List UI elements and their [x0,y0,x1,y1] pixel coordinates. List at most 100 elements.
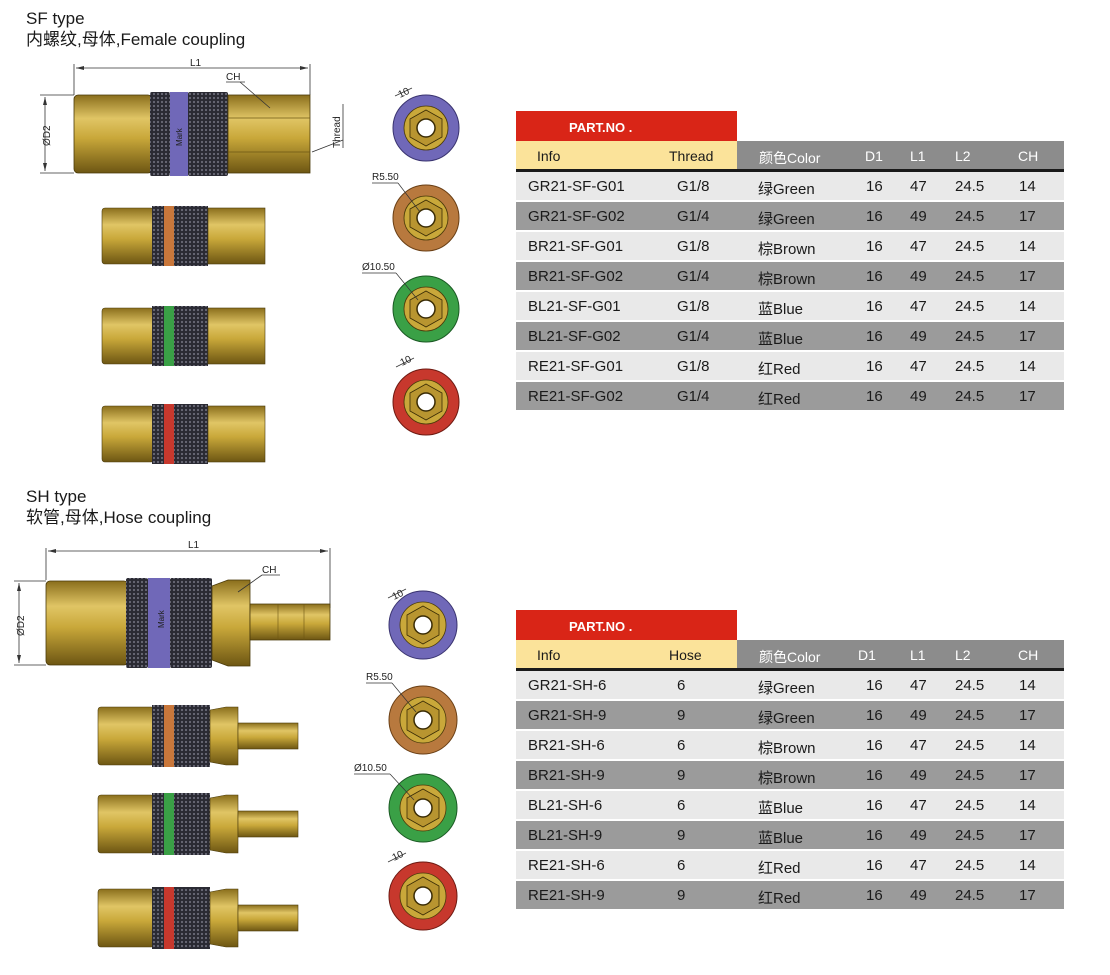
sh-cell-l1: 49 [910,827,927,844]
sh-cell-l1: 47 [910,857,927,874]
sh-d1050-label: Ø10.50 [354,763,387,774]
sf-end-view-green: Ø10.50 [362,262,460,343]
sf-header-rule [516,169,1064,172]
sh-cell-spec: 6 [677,857,686,874]
sf-cell-d1: 16 [866,328,883,345]
sf-header-l2: L2 [955,148,971,164]
sf-cell-l2: 24.5 [955,238,985,255]
sh-d2-label: ØD2 [16,615,27,636]
sf-parts-table: PART.NO . Info Thread 颜色Color D1 L1 L2 C… [516,111,1064,413]
sf-cell-l1: 49 [910,208,927,225]
sh-cell-color: 绿Green [758,710,815,727]
sf-drawings: L1 Mark ØD2 CH Thread [40,58,460,464]
sf-cell-spec: G1/4 [677,388,710,405]
sh-heading: SH type 软管,母体,Hose coupling [26,486,211,528]
sh-coupling-red [97,887,299,949]
sf-coupling-red [101,404,266,464]
sf-cell-spec: G1/4 [677,328,710,345]
sh-header-info: Info [537,647,561,663]
sh-cell-color: 绿Green [758,680,815,697]
sh-header-info-cell: Info Hose [516,640,737,668]
sh-cell-d1: 16 [866,797,883,814]
sf-cell-d1: 16 [866,268,883,285]
sh-cell-part-number: RE21-SH-9 [528,887,605,904]
sh-coupling-orange [97,705,299,767]
sf-cell-color: 棕Brown [758,271,816,288]
sh-cell-d1: 16 [866,707,883,724]
sf-subtitle: 内螺纹,母体,Female coupling [26,30,246,49]
sh-cell-l2: 24.5 [955,857,985,874]
sh-header-d1: D1 [858,647,876,663]
sf-header-color: 颜色Color [759,150,821,166]
sf-cell-l1: 49 [910,268,927,285]
sh-cell-l2: 24.5 [955,737,985,754]
sh-header-hose: Hose [669,647,702,663]
sh-cell-l2: 24.5 [955,767,985,784]
sh-cell-d1: 16 [866,857,883,874]
sh-header-l2: L2 [955,647,971,663]
sh-cell-spec: 9 [677,827,686,844]
sf-cell-spec: G1/8 [677,358,710,375]
sf-cell-d1: 16 [866,208,883,225]
sf-cell-part-number: RE21-SF-G02 [528,388,624,405]
sh-cell-color: 蓝Blue [758,830,804,847]
sf-cell-l2: 24.5 [955,178,985,195]
sh-cell-l1: 47 [910,737,927,754]
sf-cell-spec: G1/8 [677,298,710,315]
sf-cell-l1: 49 [910,328,927,345]
sh-part-no-header: PART.NO . [516,610,737,640]
sf-d1050-label: Ø10.50 [362,262,395,273]
sf-cell-l1: 47 [910,238,927,255]
sh-end-view-green: Ø10.50 [354,763,458,843]
sf-cell-color: 蓝Blue [758,301,804,318]
sf-coupling-orange [101,206,266,266]
sh-header-dims-cell: 颜色Color D1 L1 L2 CH [737,640,1064,668]
sf-cell-part-number: GR21-SF-G01 [528,178,625,195]
sf-cell-l2: 24.5 [955,298,985,315]
sh-cell-part-number: GR21-SH-9 [528,707,607,724]
sf-cell-color: 红Red [758,391,801,408]
sf-header-dims-cell: 颜色Color D1 L1 L2 CH [737,141,1064,169]
sh-side-10-label: 10 [391,588,406,603]
sh-cell-d1: 16 [866,887,883,904]
sh-cell-l1: 49 [910,707,927,724]
sh-cell-l2: 24.5 [955,797,985,814]
sh-end-view-red: 10 [387,849,458,931]
sh-l1-label: L1 [188,540,200,551]
sh-cell-l2: 24.5 [955,707,985,724]
sf-header-thread: Thread [669,148,714,164]
sh-cell-ch: 14 [1019,677,1036,694]
sh-cell-d1: 16 [866,737,883,754]
sf-cell-part-number: BR21-SF-G02 [528,268,624,285]
sh-cell-l2: 24.5 [955,827,985,844]
sh-cell-d1: 16 [866,827,883,844]
sf-cell-d1: 16 [866,238,883,255]
sh-cell-part-number: BL21-SH-6 [528,797,603,814]
sh-cell-spec: 9 [677,887,686,904]
sh-header-l1: L1 [910,647,926,663]
sh-cell-spec: 6 [677,797,686,814]
sf-cell-spec: G1/4 [677,208,710,225]
sf-cell-d1: 16 [866,388,883,405]
sf-coupling-green [101,306,266,366]
sf-end-view-red: 10 [392,354,460,436]
sh-header-ch: CH [1018,647,1039,663]
sh-end-view-blue: 10 [387,588,458,660]
sh-cell-l1: 49 [910,767,927,784]
sf-cell-color: 绿Green [758,211,815,228]
sh-cell-ch: 14 [1019,857,1036,874]
sf-cell-color: 红Red [758,361,801,378]
sh-coupling-green [97,793,299,855]
sh-cell-ch: 17 [1019,767,1036,784]
sf-cell-l2: 24.5 [955,268,985,285]
sh-part-no-text: PART.NO . [569,619,633,634]
